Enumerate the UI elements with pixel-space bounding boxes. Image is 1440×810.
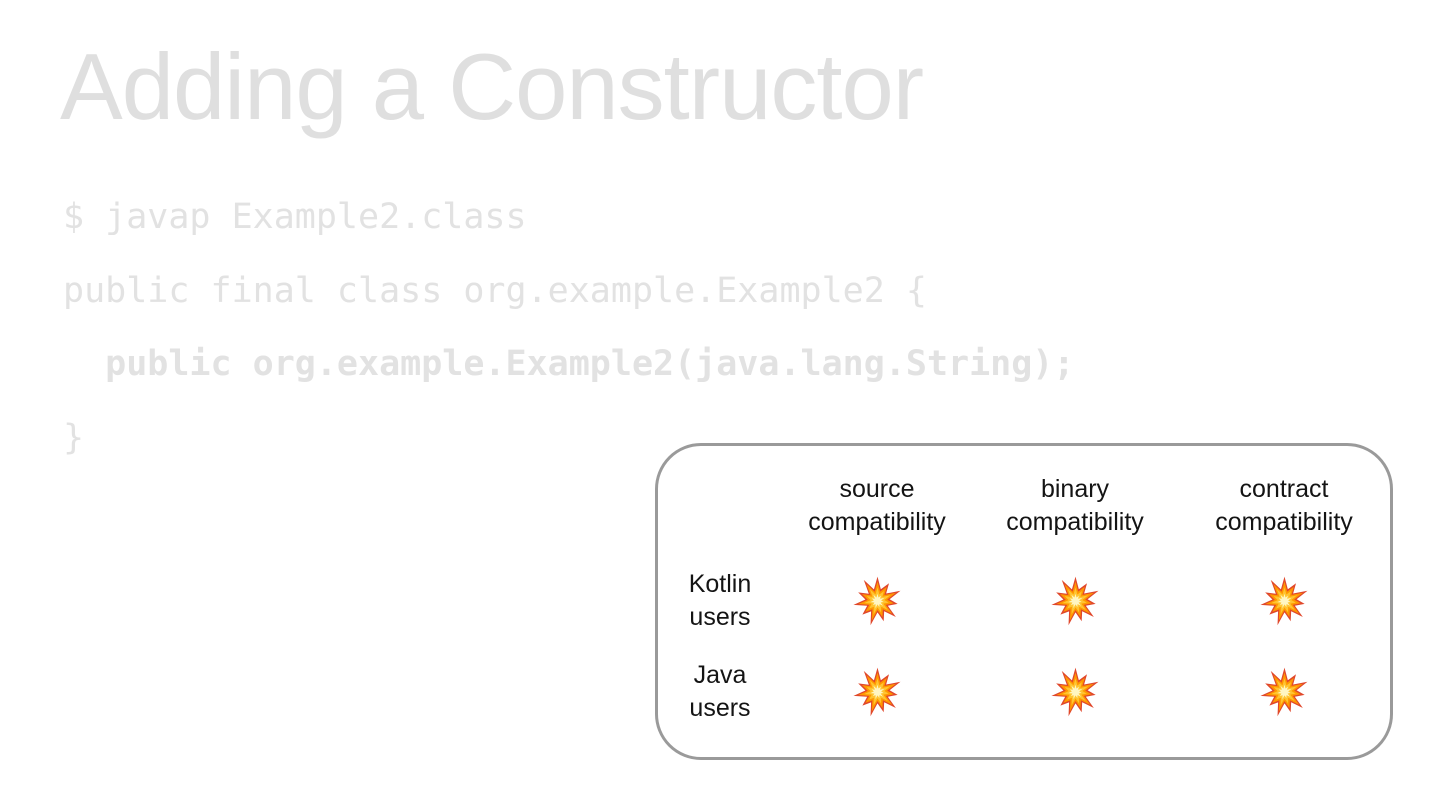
col-header-source-compatibility: source compatibility xyxy=(808,475,946,536)
code-block: $ javap Example2.class public final class… xyxy=(63,181,1074,475)
slide-title: Adding a Constructor xyxy=(60,34,924,139)
collision-icon xyxy=(1257,666,1312,718)
compatibility-table: source compatibility binary compatibilit… xyxy=(658,446,1390,757)
row-label-kotlin-users: Kotlin users xyxy=(688,570,752,631)
cell-kotlin-source xyxy=(782,560,972,642)
collision-icon xyxy=(850,666,905,718)
collision-icon xyxy=(1048,575,1103,627)
collision-icon xyxy=(850,575,905,627)
code-line-constructor-highlighted: public org.example.Example2(java.lang.St… xyxy=(63,344,1075,384)
code-line-class-declaration: public final class org.example.Example2 … xyxy=(63,270,927,311)
cell-java-source xyxy=(782,642,972,742)
code-line-closing-brace: } xyxy=(63,417,85,458)
collision-icon xyxy=(1257,575,1312,627)
cell-kotlin-binary xyxy=(972,560,1178,642)
table-corner-spacer xyxy=(658,452,782,560)
col-header-contract-compatibility: contract compatibility xyxy=(1215,475,1353,536)
cell-kotlin-contract xyxy=(1178,560,1390,642)
code-line-javap-command: $ javap Example2.class xyxy=(63,197,527,237)
cell-java-binary xyxy=(972,642,1178,742)
cell-java-contract xyxy=(1178,642,1390,742)
col-header-binary-compatibility: binary compatibility xyxy=(1006,475,1144,536)
collision-icon xyxy=(1048,666,1103,718)
compatibility-table-card: source compatibility binary compatibilit… xyxy=(655,443,1393,760)
row-label-java-users: Java users xyxy=(689,661,751,722)
